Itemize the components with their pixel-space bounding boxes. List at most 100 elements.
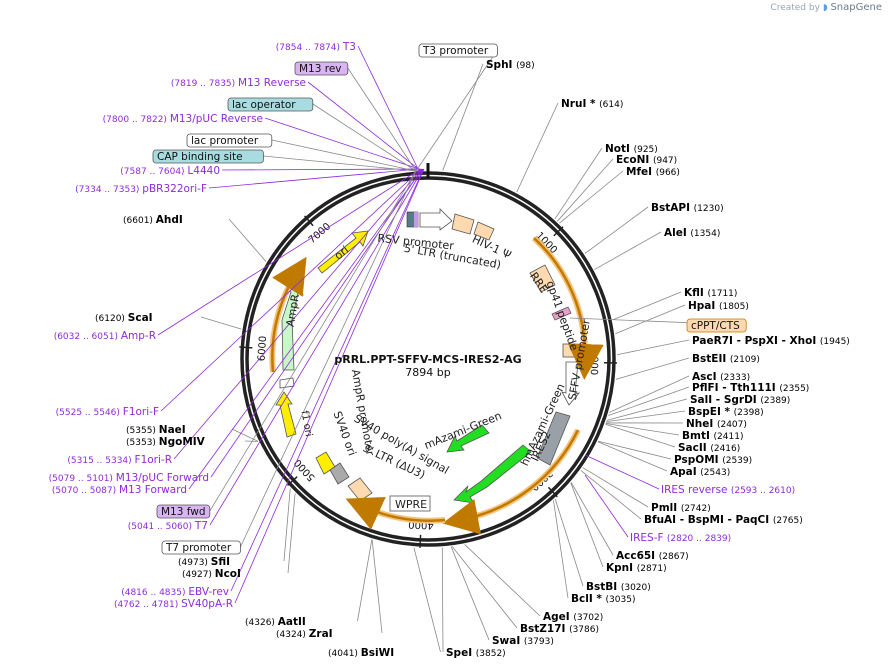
enzyme-label[interactable]: AgeI (3702)	[543, 611, 603, 623]
primer-leader	[221, 168, 420, 171]
primer-label[interactable]: (6032 .. 6051) Amp-R	[54, 330, 156, 342]
enzyme-leader	[609, 375, 690, 413]
enzyme-position: (4326)	[245, 618, 278, 628]
enzyme-label[interactable]: BstZ17I (3786)	[520, 623, 599, 635]
enzyme-label[interactable]: EcoNI (947)	[616, 154, 677, 166]
ltr5-feature[interactable]	[451, 213, 475, 235]
primer-label[interactable]: (4816 .. 4835) EBV-rev	[121, 586, 229, 598]
enzyme-label[interactable]: BstEII (2109)	[692, 353, 760, 365]
enzyme-label[interactable]: (5353) NgoMIV	[126, 436, 206, 448]
enzyme-label[interactable]: PflFI - Tth111I (2355)	[692, 382, 809, 394]
primer-label[interactable]: (5070 .. 5087) M13 Forward	[52, 484, 187, 496]
enzyme-name: BsiWI	[361, 647, 394, 659]
feature-box[interactable]	[152, 149, 264, 164]
hiv-psi-feature[interactable]	[473, 221, 495, 241]
primer-name: F1ori-F	[123, 406, 159, 418]
enzyme-label[interactable]: BstBI (3020)	[586, 581, 651, 593]
primer-label[interactable]: (5079 .. 5101) M13/pUC Forward	[49, 472, 209, 484]
enzyme-label[interactable]: (4927) NcoI	[182, 568, 241, 580]
plasmid-name: pRRL.PPT-SFFV-MCS-IRES2-AG	[334, 353, 521, 366]
feature-box[interactable]	[227, 97, 314, 112]
enzyme-label[interactable]: (4041) BsiWI	[328, 647, 394, 659]
feature-label-ampr: AmpR	[284, 293, 303, 328]
enzyme-name: NruI *	[561, 98, 599, 110]
enzyme-label[interactable]: BstAPI (1230)	[651, 202, 724, 214]
arrow-arcs	[269, 235, 604, 535]
enzyme-leader	[615, 304, 686, 335]
enzyme-label[interactable]: PspOMI (2539)	[674, 454, 752, 466]
primer-label[interactable]: IRES-F (2820 .. 2839)	[630, 532, 731, 544]
feature-box[interactable]	[161, 540, 241, 555]
enzyme-name: BmtI	[682, 430, 714, 442]
enzyme-label[interactable]: BmtI (2411)	[682, 430, 743, 442]
enzyme-label[interactable]: (4324) ZraI	[276, 628, 333, 640]
enzyme-name: AgeI	[543, 611, 573, 623]
rsv-promoter-feature[interactable]	[419, 208, 453, 231]
enzyme-label[interactable]: PmlI (2742)	[651, 502, 711, 514]
enzyme-label[interactable]: BfuAI - BspMI - PaqCI (2765)	[644, 514, 803, 526]
enzyme-label[interactable]: (4326) AatII	[245, 616, 306, 628]
enzyme-label[interactable]: KflI (1711)	[684, 287, 737, 299]
enzyme-position: (4041)	[328, 649, 361, 659]
rre-feature[interactable]	[529, 264, 556, 293]
feature-box[interactable]	[186, 133, 273, 148]
enzyme-label[interactable]: (6120) ScaI	[95, 312, 153, 324]
enzyme-label[interactable]: SpeI (3852)	[446, 647, 506, 659]
primer-label[interactable]: (5041 .. 5060) T7	[128, 520, 208, 532]
primer-leader	[357, 45, 419, 170]
enzyme-label[interactable]: BspEI * (2398)	[688, 406, 764, 418]
primer-leader	[210, 168, 423, 478]
enzyme-label[interactable]: SwaI (3793)	[492, 635, 554, 647]
enzyme-name: EcoNI	[616, 154, 653, 166]
gp41-peptide-feature[interactable]	[551, 306, 572, 321]
sv40-polya-feature[interactable]	[329, 462, 350, 485]
ori-feature[interactable]	[317, 230, 369, 274]
enzyme-label[interactable]: PaeR7I - PspXI - XhoI (1945)	[692, 335, 850, 347]
enzyme-label[interactable]: NotI (925)	[605, 143, 658, 155]
enzyme-leader	[554, 147, 603, 220]
enzyme-label[interactable]: (5355) NaeI	[126, 424, 186, 436]
enzyme-position: (2416)	[710, 444, 740, 454]
enzyme-position: (3793)	[524, 637, 554, 647]
enzyme-label[interactable]: BclI * (3035)	[571, 593, 635, 605]
enzyme-label[interactable]: HpaI (1805)	[688, 300, 749, 312]
enzyme-label[interactable]: KpnI (2871)	[606, 562, 667, 574]
primer-label[interactable]: (7334 .. 7353) pBR322ori-F	[75, 183, 207, 195]
primer-label[interactable]: (7819 .. 7835) M13 Reverse	[171, 77, 306, 89]
mazami-green-feature[interactable]	[446, 424, 490, 453]
primer-label[interactable]: (7800 .. 7822) M13/pUC Reverse	[103, 113, 263, 125]
feature-label-f1-ori: f1 ori	[299, 410, 314, 438]
tick-mark	[304, 215, 314, 227]
wpre-feature[interactable]	[389, 495, 431, 512]
enzyme-label[interactable]: ApaI (2543)	[670, 466, 730, 478]
feature-box[interactable]	[418, 43, 498, 58]
feature-box[interactable]	[294, 61, 349, 76]
primer-range: (5315 .. 5334)	[67, 456, 134, 466]
feature-box[interactable]	[686, 318, 747, 333]
enzyme-label[interactable]: SacII (2416)	[678, 442, 740, 454]
primer-label[interactable]: (4762 .. 4781) SV40pA-R	[114, 598, 233, 610]
ltr3-feature[interactable]	[347, 477, 373, 502]
enzyme-label[interactable]: AleI (1354)	[664, 227, 720, 239]
feature-box[interactable]	[156, 504, 211, 519]
primer-label[interactable]: (5315 .. 5334) F1ori-R	[67, 454, 172, 466]
primer-label[interactable]: (7854 .. 7874) T3	[276, 41, 356, 53]
ires2-feature[interactable]	[536, 411, 571, 466]
enzyme-label[interactable]: AscI (2333)	[692, 371, 750, 383]
primer-label[interactable]: (7587 .. 7604) L4440	[120, 165, 220, 177]
primer-label[interactable]: (5525 .. 5546) F1ori-F	[56, 406, 159, 418]
enzyme-name: ScaI	[128, 312, 153, 324]
primer-label[interactable]: IRES reverse (2593 .. 2610)	[661, 484, 795, 496]
enzyme-leader	[228, 218, 267, 262]
enzyme-label[interactable]: SalI - SgrDI (2389)	[690, 394, 790, 406]
f1-ori-feature[interactable]	[275, 391, 297, 438]
enzyme-label[interactable]: NruI * (614)	[561, 98, 623, 110]
enzyme-label[interactable]: Acc65I (2867)	[616, 550, 689, 562]
enzyme-label[interactable]: SphI (98)	[486, 59, 535, 71]
enzyme-label[interactable]: (4973) SfiI	[178, 556, 230, 568]
primer-leader	[584, 454, 660, 490]
enzyme-label[interactable]: (6601) AhdI	[123, 214, 183, 226]
enzyme-label[interactable]: MfeI (966)	[626, 166, 680, 178]
enzyme-position: (2742)	[681, 504, 711, 514]
enzyme-label[interactable]: NheI (2407)	[686, 418, 747, 430]
